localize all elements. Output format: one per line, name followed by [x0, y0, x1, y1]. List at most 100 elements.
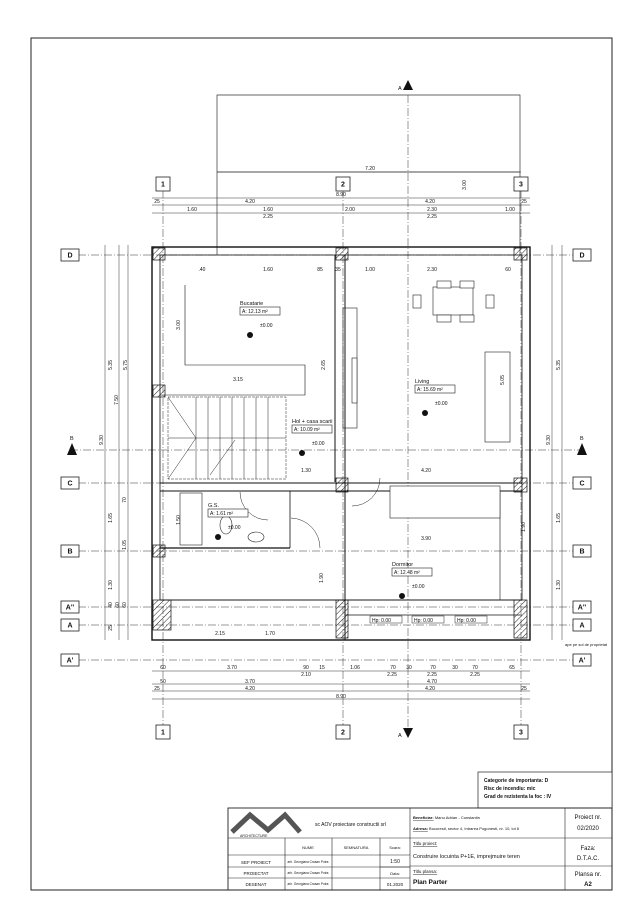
svg-text:Beneficiar: Manu Adrian - Cons: Beneficiar: Manu Adrian - Constantin	[413, 815, 480, 820]
svg-text:Adresa: Bucuresti, sector 4, I: Adresa: Bucuresti, sector 4, Intrarea Po…	[413, 826, 520, 831]
proiect-nr: 02/2020	[577, 826, 599, 832]
dimension-label: 4.20	[245, 686, 255, 692]
grid-label: 2	[341, 730, 345, 737]
dimension-label: 1.60	[263, 207, 273, 213]
dimension-label: 1.30	[301, 468, 311, 474]
col-nume: NUME	[302, 845, 314, 850]
fire-resistance: Grad de rezistenta la foc : IV	[484, 794, 552, 800]
dimension-label: 1.30	[556, 580, 562, 590]
dimension-label: 4.20	[245, 199, 255, 205]
company-logo: ARCHITECTURE	[230, 811, 302, 838]
grid-label: D	[579, 253, 584, 260]
grid-label: 3	[519, 730, 523, 737]
grid-bubble-row	[572, 618, 592, 632]
dimension-label: 1.00	[505, 207, 515, 213]
grid-label: A''	[578, 605, 587, 612]
dimension-label: 40	[108, 602, 114, 608]
titlu-plansa-label: Titlu plansa:	[413, 869, 437, 874]
importance-category: Categorie de importanta: D	[484, 778, 549, 784]
grid-bubble-row	[60, 618, 80, 632]
adresa: Bucuresti, sector 4, Intrarea Pogonesti,…	[429, 826, 520, 831]
dimension-label: 2.25	[427, 214, 437, 220]
level-marker-icon	[299, 450, 305, 456]
level-marker-icon	[399, 593, 405, 599]
dimension-label: 2.25	[263, 214, 273, 220]
sheet-frame	[30, 37, 613, 891]
dimension-label: 5.35	[556, 360, 562, 370]
grid-bubble-row	[60, 544, 80, 558]
role-proiectat: PROIECTAT	[243, 871, 268, 876]
dimension-label: 1.70	[265, 631, 275, 637]
dimension-label: 5.35	[108, 360, 114, 370]
dimension-label: 2.00	[345, 207, 355, 213]
room-area: A: 15.69 m²	[417, 387, 443, 393]
beneficiar-label: Beneficiar:	[413, 815, 434, 820]
dimension-label: 8.90	[336, 694, 346, 700]
dimension-label: 3.00	[176, 320, 182, 330]
scara-label: Scara:	[389, 845, 401, 850]
dimension-label: 1.50	[176, 515, 182, 525]
company-name: sc AOV proiectare constructii srl	[315, 822, 386, 828]
name-sef-proiect: arh. Georgiana Crasan Potra	[288, 860, 329, 864]
section-markers	[67, 80, 587, 738]
window-height-label: Hp: 0.00	[414, 618, 433, 624]
dimension-label: 70	[430, 665, 436, 671]
grid-bubble-1	[155, 176, 171, 192]
room-name: Hol + casa scarii	[292, 419, 333, 425]
dimension-label: 50	[160, 679, 166, 685]
dimension-label: 4.20	[421, 468, 431, 474]
section-label: B	[580, 436, 584, 442]
room-level: ±0.00	[412, 584, 425, 590]
plansa-nr-label: Plansa nr.	[575, 872, 602, 878]
dimension-label: 1.06	[350, 665, 360, 671]
dimension-label: 35	[335, 267, 341, 273]
dimension-label: 1.30	[108, 580, 114, 590]
dimension-label: 7.50	[114, 395, 120, 405]
grid-label: B	[579, 549, 584, 556]
dimension-label: 8.90	[336, 192, 346, 198]
grid-label: B	[67, 549, 72, 556]
dimension-label: 15	[319, 665, 325, 671]
grid-bubble-row	[60, 600, 80, 614]
grid-bubble-row	[572, 544, 592, 558]
dimension-label: 2.25	[470, 672, 480, 678]
room-area: A: 1.61 m²	[210, 511, 233, 517]
beneficiar: Manu Adrian - Constantin	[435, 815, 480, 820]
dimension-label: 1.60	[263, 267, 273, 273]
adresa-label: Adresa:	[413, 826, 428, 831]
dimension-label: 70	[472, 665, 478, 671]
dimension-label: 25	[108, 625, 114, 631]
grid-bubble-row	[572, 653, 592, 667]
grid-label: 1	[161, 182, 165, 189]
dimension-label: 70	[122, 497, 128, 503]
grid-bubble-3	[513, 176, 529, 192]
dimension-label: 2.65	[321, 360, 327, 370]
grid-bubble-1	[155, 724, 171, 740]
dimension-label: 1.90	[319, 573, 325, 583]
dimension-label: 1.90	[521, 522, 527, 532]
dimension-lines	[104, 171, 563, 700]
grid-bubble-row	[572, 248, 592, 262]
room-area: A: 12.48 m²	[394, 570, 420, 576]
faza-label: Faza:	[580, 846, 595, 852]
data: 01.2020	[387, 882, 404, 887]
data-label: Data:	[390, 871, 400, 876]
dimension-label: 3.70	[227, 665, 237, 671]
dimension-label: 65	[509, 665, 515, 671]
faza: D.T.A.C.	[577, 856, 600, 862]
dimension-label: 25	[521, 686, 527, 692]
room-area: A: 12.13 m²	[242, 309, 268, 315]
grid-bubble-row	[572, 476, 592, 490]
room-level: ±0.00	[312, 441, 325, 447]
dimension-label: 2.25	[427, 672, 437, 678]
dimension-label: 3.70	[245, 679, 255, 685]
grid-bubble-row	[60, 476, 80, 490]
dimension-label: 60	[505, 267, 511, 273]
dimension-label: 9.30	[546, 435, 552, 445]
section-arrow-icon	[403, 80, 413, 90]
dimension-label: 2.30	[427, 207, 437, 213]
section-label: B	[70, 436, 74, 442]
level-marker-icon	[247, 332, 253, 338]
grid-label: A'	[579, 658, 586, 665]
